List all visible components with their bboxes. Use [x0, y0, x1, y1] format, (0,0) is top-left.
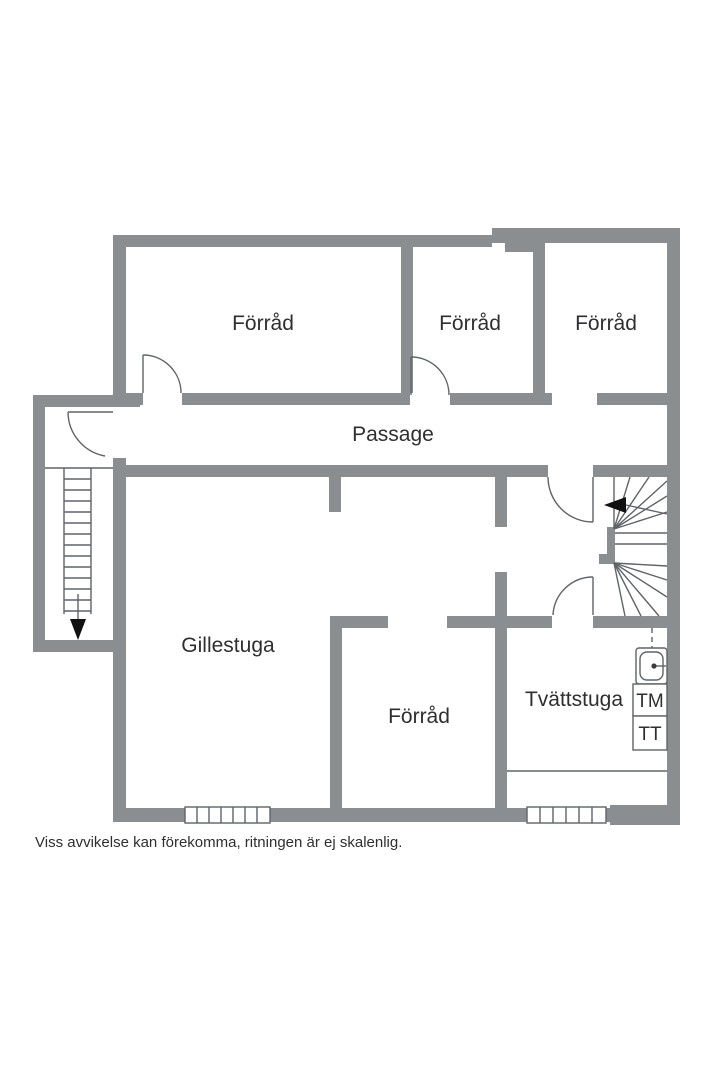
stair-treads-middle: [615, 532, 667, 545]
door-swing-arc: [410, 356, 450, 396]
disclaimer-text: Viss avvikelse kan förekomma, ritningen …: [35, 834, 403, 851]
window-gillestuga: [184, 806, 271, 824]
stair-down-arrow-icon: [70, 619, 86, 640]
stair-treads: [64, 478, 91, 612]
laundry-fixtures: [507, 628, 668, 772]
window-tvattstuga: [526, 806, 607, 824]
label-dryer: TT: [638, 724, 662, 745]
sink-icon: [635, 647, 668, 685]
stair-left-arrow-icon: [604, 497, 626, 513]
walls: [33, 228, 680, 825]
room-labels: Förråd Förråd Förråd Passage Gillestuga …: [181, 312, 663, 745]
room-label-forrad-top-middle: Förråd: [439, 312, 501, 335]
room-label-forrad-top-right: Förråd: [575, 312, 637, 335]
room-label-gillestuga: Gillestuga: [181, 634, 275, 657]
stair-treads-lower-fan: [613, 562, 668, 617]
staircase-left: [45, 467, 113, 640]
dryer-box: [632, 715, 668, 751]
staircase-right: [604, 476, 668, 617]
room-label-passage: Passage: [352, 423, 434, 446]
room-label-forrad-bottom: Förråd: [388, 705, 450, 728]
doors: [67, 354, 594, 616]
door-swing-arc: [67, 411, 106, 457]
room-label-tvattstuga: Tvättstuga: [525, 688, 623, 711]
stair-direction-line: [625, 504, 668, 515]
windows: [184, 806, 607, 824]
door-swing-arc: [547, 476, 594, 523]
door-swing-arc: [142, 354, 182, 394]
room-label-forrad-top-left: Förråd: [232, 312, 294, 335]
door-swing-arc: [552, 576, 594, 616]
label-washing-machine: TM: [636, 691, 663, 712]
